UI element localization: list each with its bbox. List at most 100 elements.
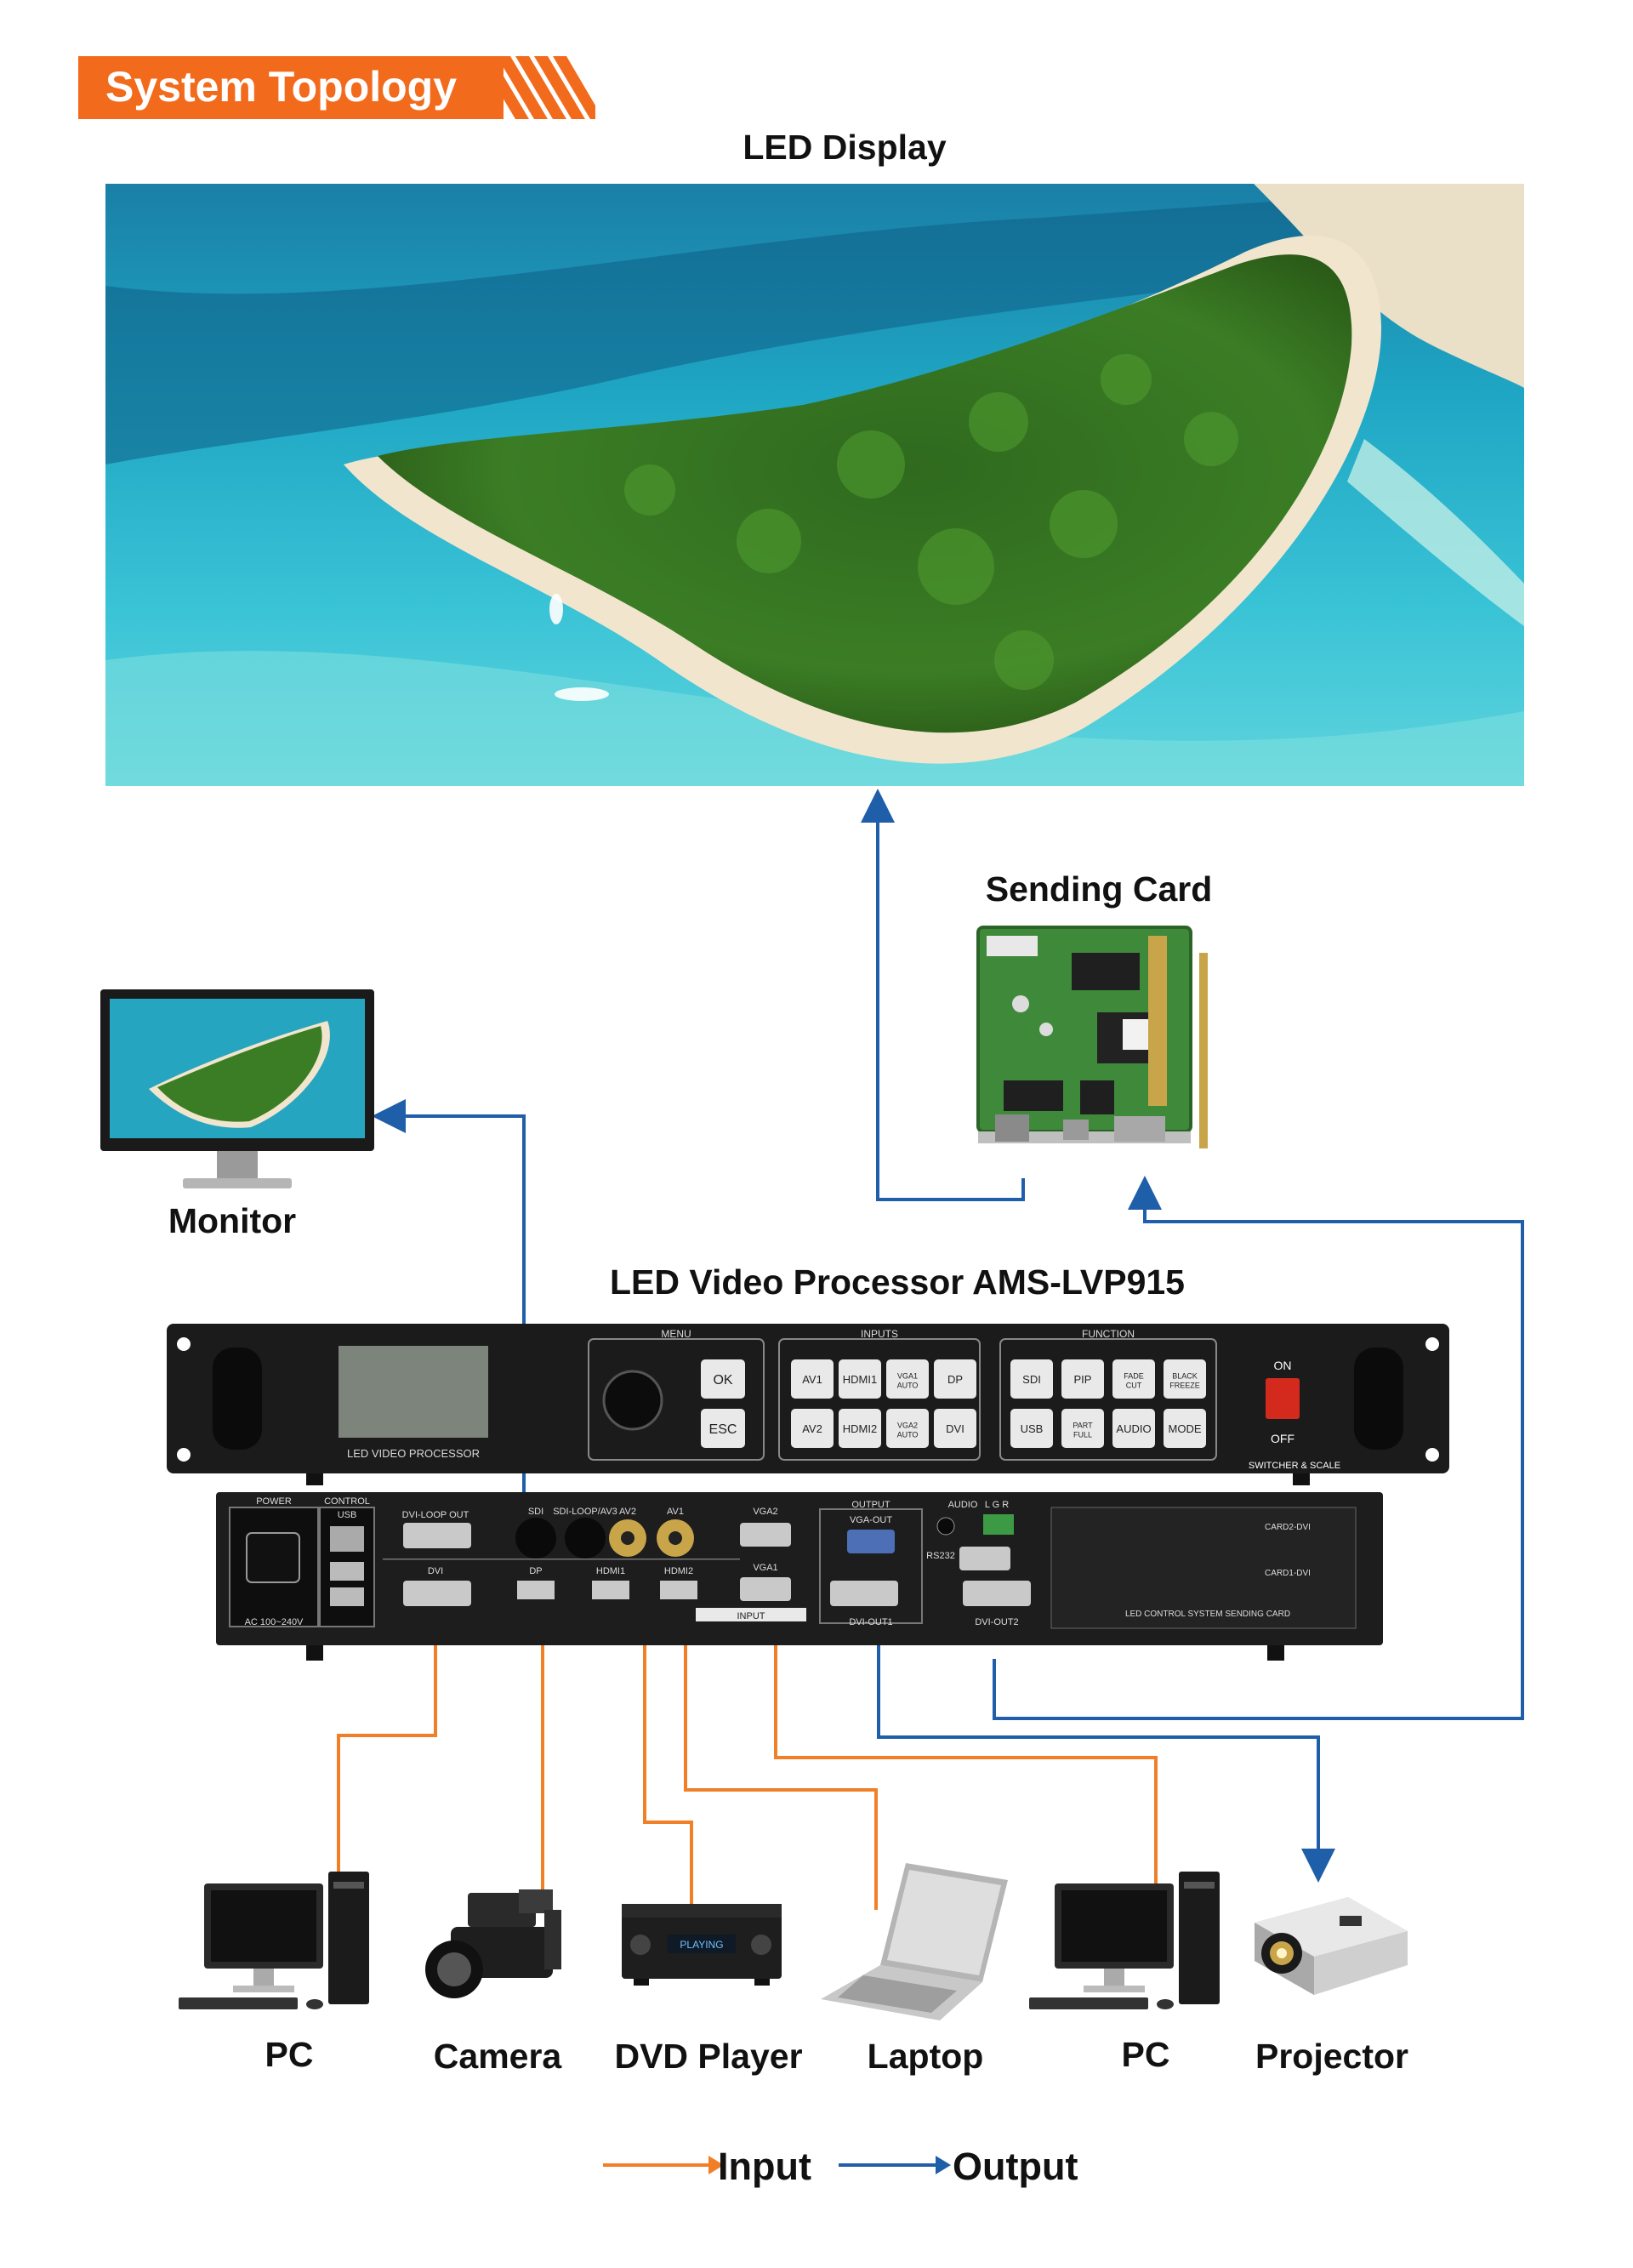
svg-text:FUNCTION: FUNCTION	[1082, 1328, 1135, 1340]
sending-card-label: Sending Card	[985, 869, 1213, 909]
front-button[interactable]	[791, 1359, 834, 1399]
svg-text:SDI-LOOP/AV3: SDI-LOOP/AV3	[553, 1507, 617, 1517]
front-button[interactable]	[839, 1359, 881, 1399]
projector-icon	[1255, 1897, 1408, 1995]
front-button-label: FREEZE	[1169, 1382, 1200, 1390]
front-button-label: AUTO	[897, 1431, 919, 1439]
svg-text:AC 100~240V: AC 100~240V	[245, 1617, 304, 1627]
svg-text:CARD2-DVI: CARD2-DVI	[1265, 1523, 1311, 1532]
svg-text:VGA1: VGA1	[753, 1563, 777, 1573]
front-button[interactable]	[1010, 1359, 1053, 1399]
front-button[interactable]	[1164, 1409, 1206, 1448]
svg-text:VGA2: VGA2	[753, 1507, 777, 1517]
video-camera-icon	[425, 1889, 561, 1998]
svg-text:DVI-OUT1: DVI-OUT1	[849, 1617, 892, 1627]
legend-output-arrow	[839, 2156, 951, 2174]
svg-text:MENU: MENU	[661, 1328, 691, 1340]
front-button[interactable]	[1061, 1409, 1104, 1448]
front-button[interactable]	[1010, 1409, 1053, 1448]
svg-text:ON: ON	[1274, 1359, 1292, 1372]
svg-text:OUTPUT: OUTPUT	[851, 1500, 890, 1510]
svg-text:AUDIO: AUDIO	[948, 1500, 978, 1510]
svg-text:L G R: L G R	[985, 1500, 1009, 1510]
front-button-label: SDI	[1022, 1373, 1041, 1386]
front-button-label: VGA1	[897, 1372, 918, 1381]
input-line-pc1	[337, 1616, 437, 1889]
laptop-icon	[821, 1863, 1008, 2020]
led-display-image	[105, 184, 1524, 786]
front-button[interactable]	[1112, 1409, 1155, 1448]
front-button-label: FULL	[1073, 1431, 1092, 1439]
front-button[interactable]	[1164, 1359, 1206, 1399]
legend-output-label: Output	[953, 2145, 1078, 2188]
front-button-label: AV1	[802, 1373, 822, 1386]
dvd-player-icon: PLAYING	[622, 1904, 782, 1986]
front-button-label: PART	[1073, 1422, 1093, 1430]
svg-text:CARD1-DVI: CARD1-DVI	[1265, 1569, 1311, 1578]
device-label-camera: Camera	[433, 2037, 562, 2076]
svg-text:SDI: SDI	[528, 1507, 543, 1517]
front-button[interactable]	[1112, 1359, 1155, 1399]
svg-text:OFF: OFF	[1271, 1432, 1294, 1445]
dvd-screen-text: PLAYING	[680, 1939, 723, 1951]
device-label-pc-1: PC	[265, 2035, 314, 2074]
svg-text:RS232: RS232	[926, 1551, 955, 1561]
front-button-label: FADE	[1124, 1372, 1144, 1381]
sending-card-image	[976, 926, 1208, 1148]
svg-text:DVI: DVI	[428, 1566, 443, 1576]
front-button[interactable]	[934, 1359, 976, 1399]
processor-rear-panel: POWER AC 100~240V CONTROL USB DVI-LOOP O…	[216, 1492, 1383, 1661]
front-button-label: AUTO	[897, 1382, 919, 1390]
front-button[interactable]	[886, 1359, 929, 1399]
svg-text:INPUT: INPUT	[737, 1611, 765, 1621]
front-button[interactable]	[791, 1409, 834, 1448]
svg-text:USB: USB	[338, 1510, 357, 1520]
svg-text:CONTROL: CONTROL	[324, 1496, 370, 1507]
input-line-dvd	[643, 1561, 693, 1910]
svg-text:ESC: ESC	[709, 1422, 737, 1437]
desktop-pc-icon	[179, 1872, 369, 2009]
device-label-projector: Projector	[1255, 2037, 1408, 2076]
device-label-dvd-player: DVD Player	[614, 2037, 803, 2076]
input-line-pc2	[774, 1616, 1158, 1889]
front-button[interactable]	[934, 1409, 976, 1448]
monitor-image	[100, 989, 374, 1188]
svg-text:DVI-OUT2: DVI-OUT2	[975, 1617, 1018, 1627]
front-button[interactable]	[886, 1409, 929, 1448]
front-button-label: HDMI1	[843, 1373, 877, 1386]
desktop-pc-icon	[1029, 1872, 1220, 2009]
svg-text:LED CONTROL SYSTEM SENDING CAR: LED CONTROL SYSTEM SENDING CARD	[1125, 1610, 1290, 1619]
front-button-label: DP	[947, 1373, 963, 1386]
svg-text:VGA-OUT: VGA-OUT	[850, 1515, 892, 1525]
legend-input-arrow	[603, 2156, 724, 2174]
header-banner	[78, 56, 595, 119]
led-display-label: LED Display	[743, 128, 947, 167]
front-button-label: VGA2	[897, 1422, 918, 1430]
svg-text:AV1: AV1	[667, 1507, 684, 1517]
page-title: System Topology	[105, 63, 458, 111]
front-button-label: CUT	[1126, 1382, 1142, 1390]
output-line-led-display	[878, 795, 1025, 1201]
front-button-label: HDMI2	[843, 1422, 877, 1435]
front-button[interactable]	[1061, 1359, 1104, 1399]
front-button-label: AV2	[802, 1422, 822, 1435]
svg-text:DP: DP	[529, 1566, 542, 1576]
svg-text:POWER: POWER	[256, 1496, 292, 1507]
processor-label: LED Video Processor AMS-LVP915	[610, 1262, 1185, 1302]
input-line-laptop	[684, 1604, 878, 1910]
front-button-label: PIP	[1074, 1373, 1092, 1386]
output-line-projector	[877, 1642, 1335, 1883]
svg-text:OK: OK	[713, 1373, 732, 1388]
svg-text:INPUTS: INPUTS	[861, 1328, 898, 1340]
output-line-sending-card	[993, 1176, 1524, 1720]
front-button-label: DVI	[946, 1422, 964, 1435]
svg-text:HDMI1: HDMI1	[596, 1566, 625, 1576]
device-label-pc-2: PC	[1121, 2035, 1170, 2074]
front-button[interactable]	[839, 1409, 881, 1448]
monitor-label: Monitor	[168, 1201, 297, 1240]
svg-text:SWITCHER & SCALE: SWITCHER & SCALE	[1249, 1461, 1340, 1471]
front-button-label: BLACK	[1172, 1372, 1198, 1381]
front-button-label: MODE	[1169, 1422, 1202, 1435]
svg-text:DVI-LOOP OUT: DVI-LOOP OUT	[402, 1510, 469, 1520]
